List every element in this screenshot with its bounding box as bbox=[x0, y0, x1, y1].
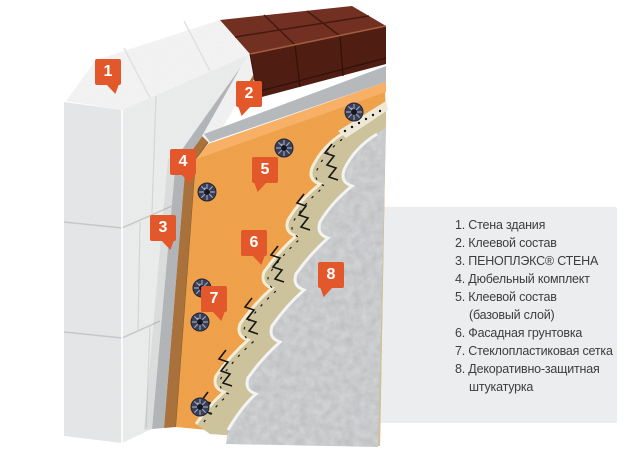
wall-top-corner bbox=[202, 54, 262, 146]
mesh-dotted-edge bbox=[338, 101, 388, 138]
legend-item-8: 8. Декоративно-защитная штукатурка bbox=[455, 360, 613, 396]
legend-item-1: 1. Стена здания bbox=[455, 216, 613, 234]
legend-item-text: 5. Клеевой состав bbox=[455, 290, 557, 304]
legend-item-2: 2. Клеевой состав bbox=[455, 234, 613, 252]
legend-item-4: 4. Дюбельный комплект bbox=[455, 270, 613, 288]
legend-item-text: 3. ПЕНОПЛЭКС® СТЕНА bbox=[455, 254, 599, 268]
callout-tag-7: 7 bbox=[201, 286, 227, 312]
legend-item-text: 6. Фасадная грунтовка bbox=[455, 326, 583, 340]
decorative-plaster-layer bbox=[226, 127, 386, 447]
callout-tag-5: 5 bbox=[252, 157, 278, 183]
legend-panel bbox=[363, 207, 617, 423]
callout-tag-1: 1 bbox=[95, 59, 121, 85]
callout-tag-4: 4 bbox=[170, 149, 196, 175]
dowel-icon bbox=[190, 397, 210, 417]
callout-tag-2: 2 bbox=[236, 81, 262, 107]
dowel-icon bbox=[274, 138, 294, 158]
legend-item-7: 7. Стеклопластиковая сетка bbox=[455, 342, 613, 360]
top-edge-bands bbox=[196, 54, 386, 159]
legend-item-text-2: штукатурка bbox=[469, 380, 534, 394]
dowel-icon bbox=[344, 102, 364, 122]
legend-item-text: 8. Декоративно-защитная bbox=[455, 362, 600, 376]
callout-tag-8: 8 bbox=[318, 262, 344, 288]
brick-masonry bbox=[220, 6, 387, 99]
callout-tag-6: 6 bbox=[241, 230, 267, 256]
legend-item-text: 4. Дюбельный комплект bbox=[455, 272, 590, 286]
legend-item-3: 3. ПЕНОПЛЭКС® СТЕНА bbox=[455, 252, 613, 270]
legend-item-text: 2. Клеевой состав bbox=[455, 236, 557, 250]
adhesive-top-band bbox=[204, 66, 386, 142]
insulation-top-edge bbox=[196, 82, 386, 159]
legend-item-5: 5. Клеевой состав (базовый слой) bbox=[455, 288, 613, 324]
fiberglass-mesh-marks bbox=[200, 143, 339, 415]
dowel-icon bbox=[197, 182, 217, 202]
legend-item-text: 7. Стеклопластиковая сетка bbox=[455, 344, 613, 358]
dowel-icon bbox=[190, 312, 210, 332]
callout-tag-3: 3 bbox=[150, 215, 176, 241]
legend-item-text-2: (базовый слой) bbox=[469, 308, 555, 322]
legend-item-6: 6. Фасадная грунтовка bbox=[455, 324, 613, 342]
legend-item-text: 1. Стена здания bbox=[455, 218, 546, 232]
legend: 1. Стена здания 2. Клеевой состав 3. ПЕН… bbox=[455, 216, 613, 396]
